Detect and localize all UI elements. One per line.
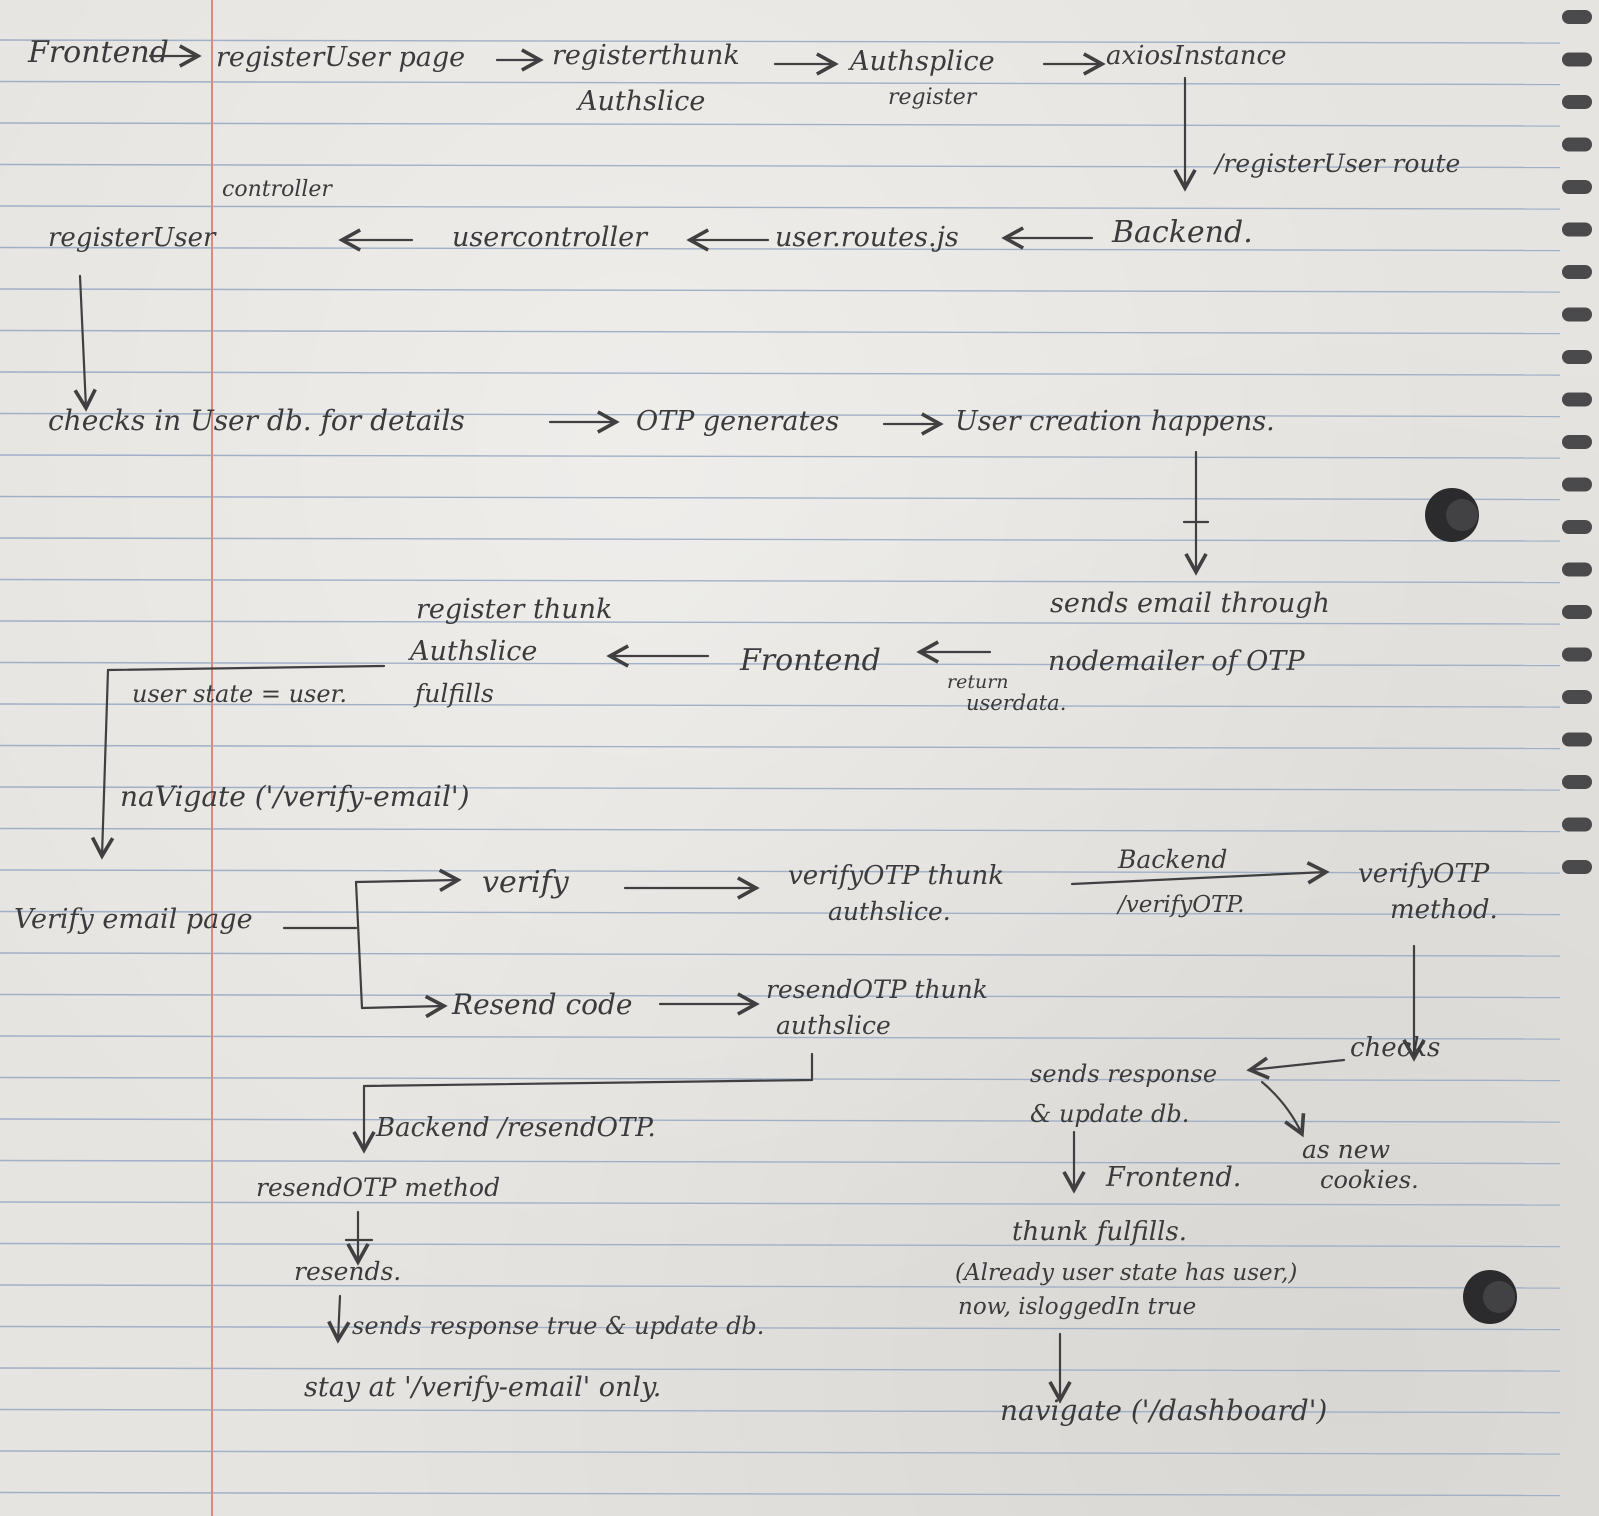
authslice-register-sub: register	[888, 85, 978, 110]
verify-authslice: authslice.	[828, 897, 951, 926]
resend-authslice: authslice	[776, 1011, 891, 1040]
row1-frontend: Frontend	[27, 35, 169, 70]
verify-action: verify	[482, 865, 570, 900]
navigate-verify-email: naVigate ('/verify-email')	[120, 780, 470, 813]
state-note-1: (Already user state has user,)	[955, 1260, 1297, 1286]
verify-sends-response: sends response	[1030, 1060, 1217, 1088]
resends-label: resends.	[294, 1257, 401, 1286]
userdata-label: userdata.	[966, 691, 1066, 715]
user-state-user: user state = user.	[132, 680, 347, 708]
stay-verify-email: stay at '/verify-email' only.	[304, 1372, 661, 1403]
nodemailer-otp: nodemailer of OTP	[1048, 646, 1305, 677]
verify-otp-thunk: verifyOTP thunk	[788, 861, 1004, 891]
resend-backend: Backend /resendOTP.	[375, 1113, 656, 1143]
axios-instance: axiosInstance	[1106, 41, 1286, 71]
verify-update-db: & update db.	[1030, 1100, 1189, 1128]
resend-sends-response: sends response true & update db.	[352, 1312, 764, 1340]
register-user-page: registerUser page	[216, 42, 465, 73]
verify-email-page: Verify email page	[14, 904, 253, 935]
fulfill-authslice: Authslice	[407, 636, 537, 667]
resend-otp-method: resendOTP method	[256, 1173, 500, 1202]
new-cookies: as new	[1302, 1135, 1390, 1164]
register-user-controller: registerUser	[48, 223, 217, 253]
register-thunk: registerthunk	[552, 40, 740, 71]
row2-backend: Backend.	[1111, 215, 1253, 250]
sends-email: sends email through	[1050, 588, 1330, 619]
navigate-dashboard: navigate ('/dashboard')	[1000, 1394, 1327, 1427]
fulfill-register-thunk: register thunk	[416, 594, 612, 625]
ruled-lines	[0, 39, 1561, 1497]
return-label: return	[947, 671, 1009, 693]
authslice-register: Authsplice	[847, 46, 995, 77]
otp-generates: OTP generates	[636, 406, 839, 437]
verify-method-sub: method.	[1390, 895, 1498, 925]
thunk-fulfills: thunk fulfills.	[1012, 1217, 1187, 1247]
new-cookies-sub: cookies.	[1320, 1166, 1419, 1194]
verify-backend: Backend	[1117, 845, 1227, 874]
spiral-binding	[1562, 10, 1592, 874]
verify-checks: checks	[1350, 1033, 1440, 1063]
verify-otp-method: verifyOTP	[1358, 859, 1490, 889]
user-routes-js: user.routes.js	[775, 222, 959, 253]
register-user-route: /registerUser route	[1213, 149, 1460, 178]
controller-label: controller	[222, 177, 333, 202]
verify-frontend: Frontend.	[1105, 1162, 1241, 1193]
row4-frontend: Frontend	[739, 643, 881, 678]
register-thunk-authslice: Authslice	[575, 86, 705, 117]
state-note-2: now, isloggedIn true	[958, 1294, 1196, 1320]
checks-user-db: checks in User db. for details	[48, 404, 465, 437]
verify-otp-route: /verifyOTP.	[1116, 892, 1245, 918]
resend-code: Resend code	[451, 988, 632, 1021]
user-creation: User creation happens.	[955, 406, 1275, 437]
user-controller: usercontroller	[452, 222, 649, 253]
resend-otp-thunk: resendOTP thunk	[766, 975, 988, 1004]
fulfills-label: fulfills	[413, 679, 494, 708]
